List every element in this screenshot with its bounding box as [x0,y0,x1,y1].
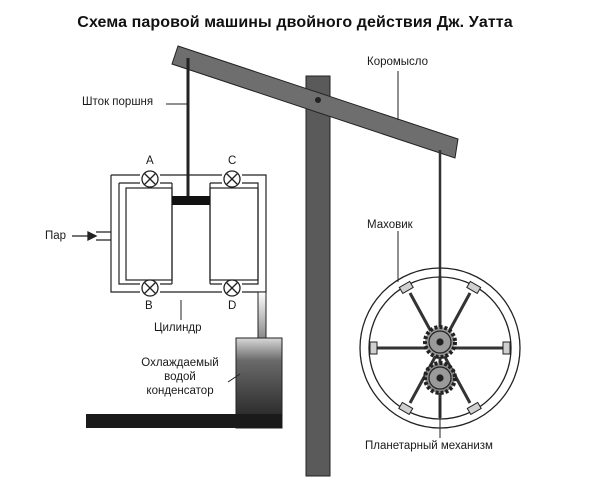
label-piston-rod: Шток поршня [82,96,154,108]
label-valve-b: B [145,300,153,312]
valve-a [141,170,159,188]
label-valve-c: C [228,155,237,167]
label-condenser-line3: конденсатор [146,385,214,397]
leader-lines [166,71,441,438]
condenser-tank [235,337,283,429]
valve-b [141,279,159,297]
beam-pivot [315,97,321,103]
label-beam: Коромысло [367,56,429,68]
flywheel-rim-blocks [369,280,511,416]
label-condenser: Охлаждаемый водой конденсатор [125,356,235,398]
cylinder-assembly [96,174,267,293]
support-post [305,75,331,477]
label-flywheel: Маховик [367,219,413,231]
label-planetary: Планетарный механизм [365,440,493,452]
condenser-pipe [257,291,267,339]
label-condenser-line2: водой [164,371,196,383]
base-plate [86,414,282,428]
steam-arrow [72,230,98,242]
valve-c [223,170,241,188]
label-valve-a: A [146,155,154,167]
label-cylinder: Цилиндр [154,322,202,334]
label-valve-d: D [228,300,237,312]
diagram-title: Схема паровой машины двойного действия Д… [77,14,513,31]
rocker-beam [171,45,459,159]
label-condenser-line1: Охлаждаемый [141,357,219,369]
piston [172,196,210,205]
valve-d [223,279,241,297]
planetary-gears [423,325,457,395]
label-steam: Пар [45,230,67,242]
